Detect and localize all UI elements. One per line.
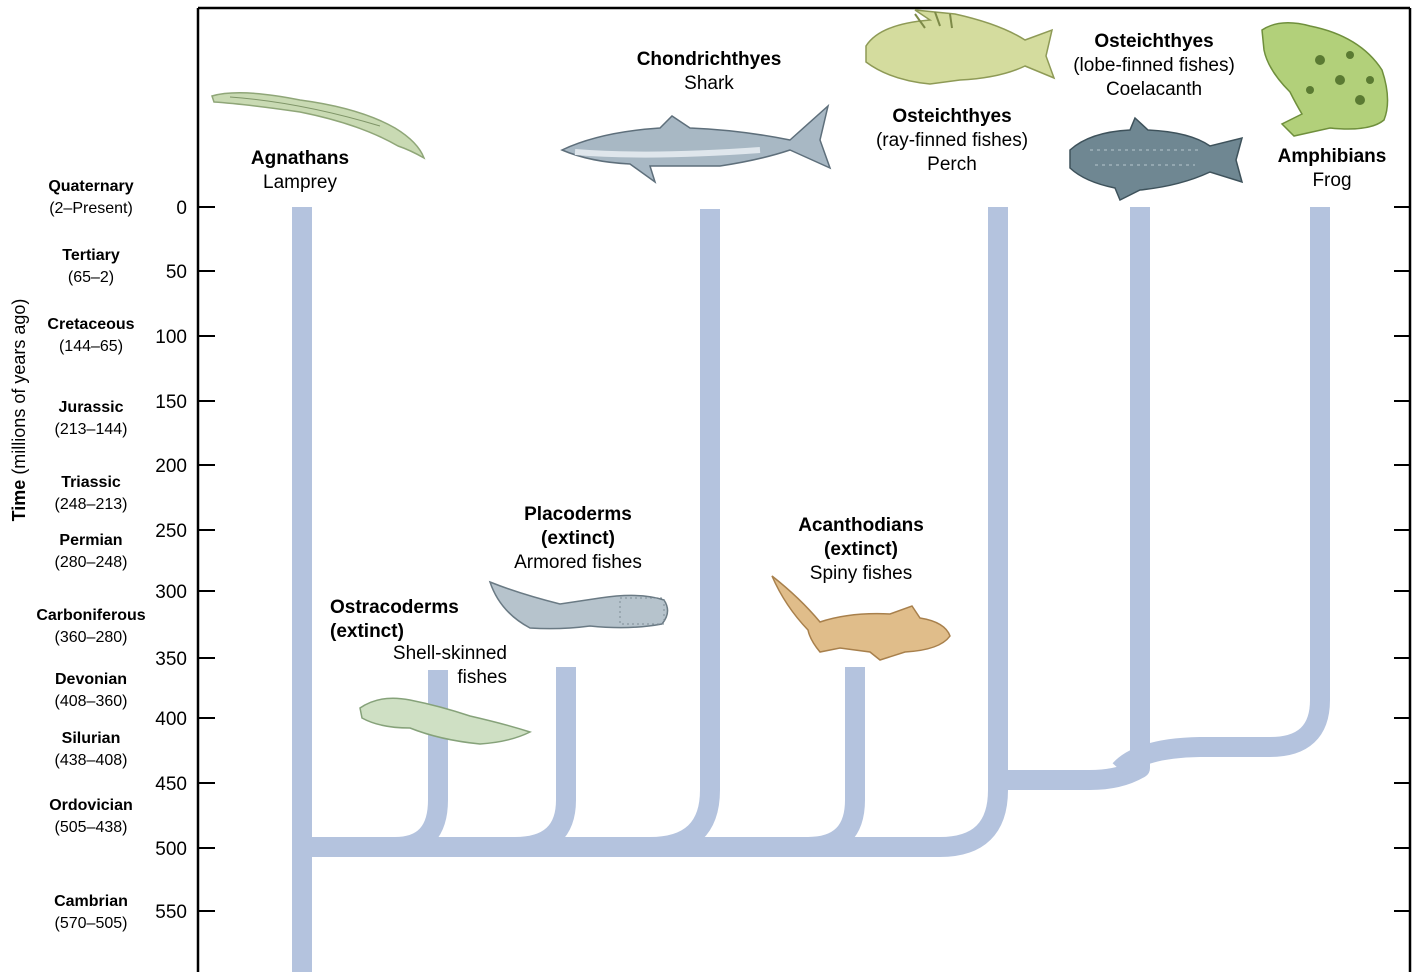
branch-main-trunk	[302, 207, 1008, 857]
lobe-finned-example: Coelacanth	[1106, 79, 1202, 100]
period-range-permian: (280–248)	[55, 554, 128, 571]
ostracoderms-example-line2: fishes	[457, 667, 507, 688]
agnathans-example: Lamprey	[263, 172, 337, 193]
period-range-cambrian: (570–505)	[55, 915, 128, 932]
period-name-cretaceous: Cretaceous	[47, 316, 134, 333]
tree-branches	[292, 207, 1330, 972]
tick-label: 300	[155, 582, 187, 603]
coelacanth-image	[1069, 116, 1244, 202]
amphibians-name: Amphibians	[1278, 146, 1387, 167]
lobe-finned-sub: (lobe-finned fishes)	[1073, 55, 1235, 76]
period-range-jurassic: (213–144)	[55, 421, 128, 438]
ostracoderms-status: (extinct)	[330, 621, 404, 642]
period-range-silurian: (438–408)	[55, 752, 128, 769]
tick-label: 100	[155, 327, 187, 348]
axis-title: Time (millions of years ago)	[9, 299, 29, 522]
taxon-labels: Agnathans Lamprey Chondrichthyes Shark O…	[251, 31, 1386, 584]
branch-lobe-finned	[998, 207, 1150, 790]
period-range-tertiary: (65–2)	[68, 269, 114, 286]
tick-label: 500	[155, 839, 187, 860]
tick-label: 400	[155, 709, 187, 730]
period-name-triassic: Triassic	[61, 474, 121, 491]
lobe-finned-name: Osteichthyes	[1094, 31, 1213, 52]
acanthodians-example: Spiny fishes	[810, 563, 912, 584]
period-name-cambrian: Cambrian	[54, 893, 128, 910]
ray-finned-sub: (ray-finned fishes)	[876, 130, 1028, 151]
period-name-devonian: Devonian	[55, 671, 127, 688]
acanthodians-name: Acanthodians	[798, 515, 924, 536]
chondrichthyes-example: Shark	[684, 73, 734, 94]
agnathans-name: Agnathans	[251, 148, 349, 169]
period-name-silurian: Silurian	[62, 730, 121, 747]
branch-placoderms	[514, 667, 576, 857]
period-name-permian: Permian	[59, 532, 122, 549]
ostracoderm-image	[359, 697, 532, 745]
placoderms-status: (extinct)	[541, 528, 615, 549]
ostracoderm-labels: Ostracoderms (extinct) Shell-skinned fis…	[330, 597, 507, 688]
tick-label: 350	[155, 649, 187, 670]
ostracoderms-example-line1: Shell-skinned	[393, 643, 507, 664]
branch-acanthodians	[807, 667, 865, 857]
tick-label: 250	[155, 521, 187, 542]
placoderms-name: Placoderms	[524, 504, 632, 525]
ray-finned-example: Perch	[927, 154, 977, 175]
tick-label: 200	[155, 456, 187, 477]
period-name-carboniferous: Carboniferous	[36, 607, 145, 624]
tick-label: 150	[155, 392, 187, 413]
frame	[196, 6, 1412, 972]
period-name-ordovician: Ordovician	[49, 797, 133, 814]
period-name-jurassic: Jurassic	[59, 399, 124, 416]
frog-image	[1261, 22, 1389, 137]
amphibians-example: Frog	[1312, 170, 1351, 191]
shark-image	[560, 103, 832, 184]
acanthodians-status: (extinct)	[824, 539, 898, 560]
tick-label: 0	[176, 198, 187, 219]
acanthodian-image	[771, 575, 951, 661]
placoderm-image	[488, 580, 669, 630]
branch-ostracoderms	[394, 670, 448, 857]
tick-label: 50	[166, 262, 187, 283]
tick-marks	[198, 206, 1410, 912]
branch-chondrichthyes	[649, 209, 720, 857]
ostracoderms-name: Ostracoderms	[330, 597, 459, 618]
lamprey-image	[211, 92, 426, 160]
period-name-tertiary: Tertiary	[62, 247, 120, 264]
period-range-quaternary: (2–Present)	[49, 200, 133, 217]
branch-amphibians	[1112, 207, 1330, 778]
period-labels: Quaternary (2–Present) Tertiary (65–2) C…	[36, 178, 145, 932]
period-range-carboniferous: (360–280)	[55, 629, 128, 646]
ray-finned-name: Osteichthyes	[892, 106, 1011, 127]
period-range-ordovician: (505–438)	[55, 819, 128, 836]
tick-label: 550	[155, 902, 187, 923]
period-range-devonian: (408–360)	[55, 693, 128, 710]
placoderms-example: Armored fishes	[514, 552, 642, 573]
perch-image	[865, 9, 1056, 85]
period-range-cretaceous: (144–65)	[59, 338, 123, 355]
chondrichthyes-name: Chondrichthyes	[637, 49, 782, 70]
period-name-quaternary: Quaternary	[48, 178, 133, 195]
tick-labels: 0 50 100 150 200 250 300 350 400 450 500…	[155, 198, 187, 923]
period-range-triassic: (248–213)	[55, 496, 128, 513]
tick-label: 450	[155, 774, 187, 795]
